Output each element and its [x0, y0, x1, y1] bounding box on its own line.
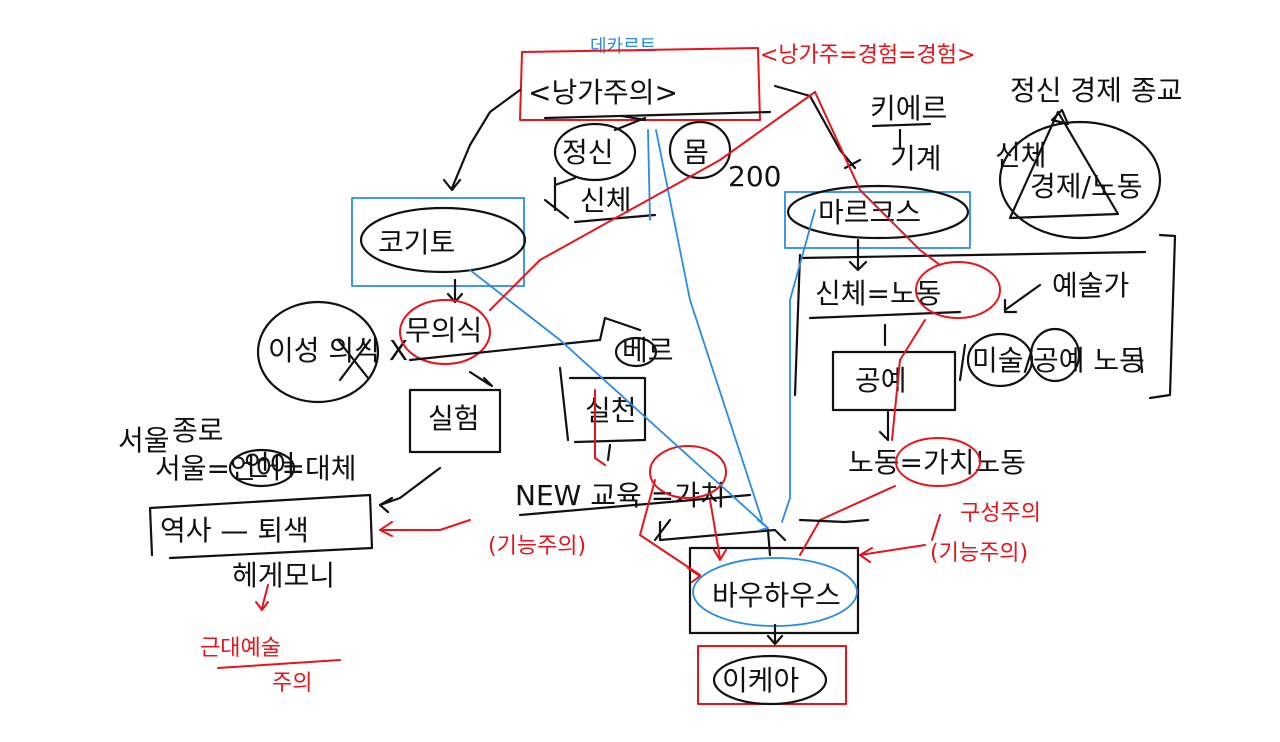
jongro-text: 종로 — [172, 414, 224, 447]
bauhaus-text: 바우하우스 — [712, 579, 841, 612]
capital-text: 기계 — [890, 142, 942, 175]
spirit-text: 정신 — [562, 136, 614, 169]
triangle-top-text: 정신 경제 종교 — [1010, 74, 1182, 107]
language-text: 언어 — [244, 449, 296, 482]
entity-text: 헤게모니 — [232, 559, 335, 592]
triangle-inner-text: 경제/노동 — [1030, 170, 1142, 203]
art-labor-text: 미술/공예 노동 — [972, 344, 1145, 377]
cogito-text: 코기토 — [378, 226, 455, 259]
top-blue-label: 데카르트 — [590, 36, 656, 57]
constructivism-text: 구성주의 — [960, 501, 1041, 526]
flesh-text: 신체 — [580, 184, 632, 217]
top-red-label: <낭가주=경험=경험> — [760, 43, 975, 68]
history-text: 역사 — 퇴색 — [160, 514, 309, 547]
kierkegaard-text: 키에르 — [870, 92, 947, 125]
labor-value-text: 노동=가치노동 — [848, 446, 1026, 479]
practice-text: 실천 — [585, 394, 637, 427]
functional-text: (기능주의) — [488, 534, 586, 559]
unconscious-text: 무의식 — [405, 314, 482, 347]
ikea-text: 이케아 — [722, 664, 799, 697]
triangle-left-text: 신체 — [995, 139, 1047, 172]
bergson-text: 베르 — [622, 334, 674, 367]
two-hundred: 200 — [728, 160, 781, 193]
body-text: 몸 — [683, 136, 709, 169]
function-text: (기능주의) — [930, 541, 1028, 566]
marx-text: 마르크스 — [818, 196, 921, 229]
title-text: <낭가주의> — [528, 76, 678, 109]
modern-art-text: 근대예술 — [200, 636, 281, 661]
present-text: 주의 — [272, 671, 312, 696]
experience-text: 실험 — [428, 402, 480, 435]
art-text: 예술가 — [1052, 269, 1129, 302]
